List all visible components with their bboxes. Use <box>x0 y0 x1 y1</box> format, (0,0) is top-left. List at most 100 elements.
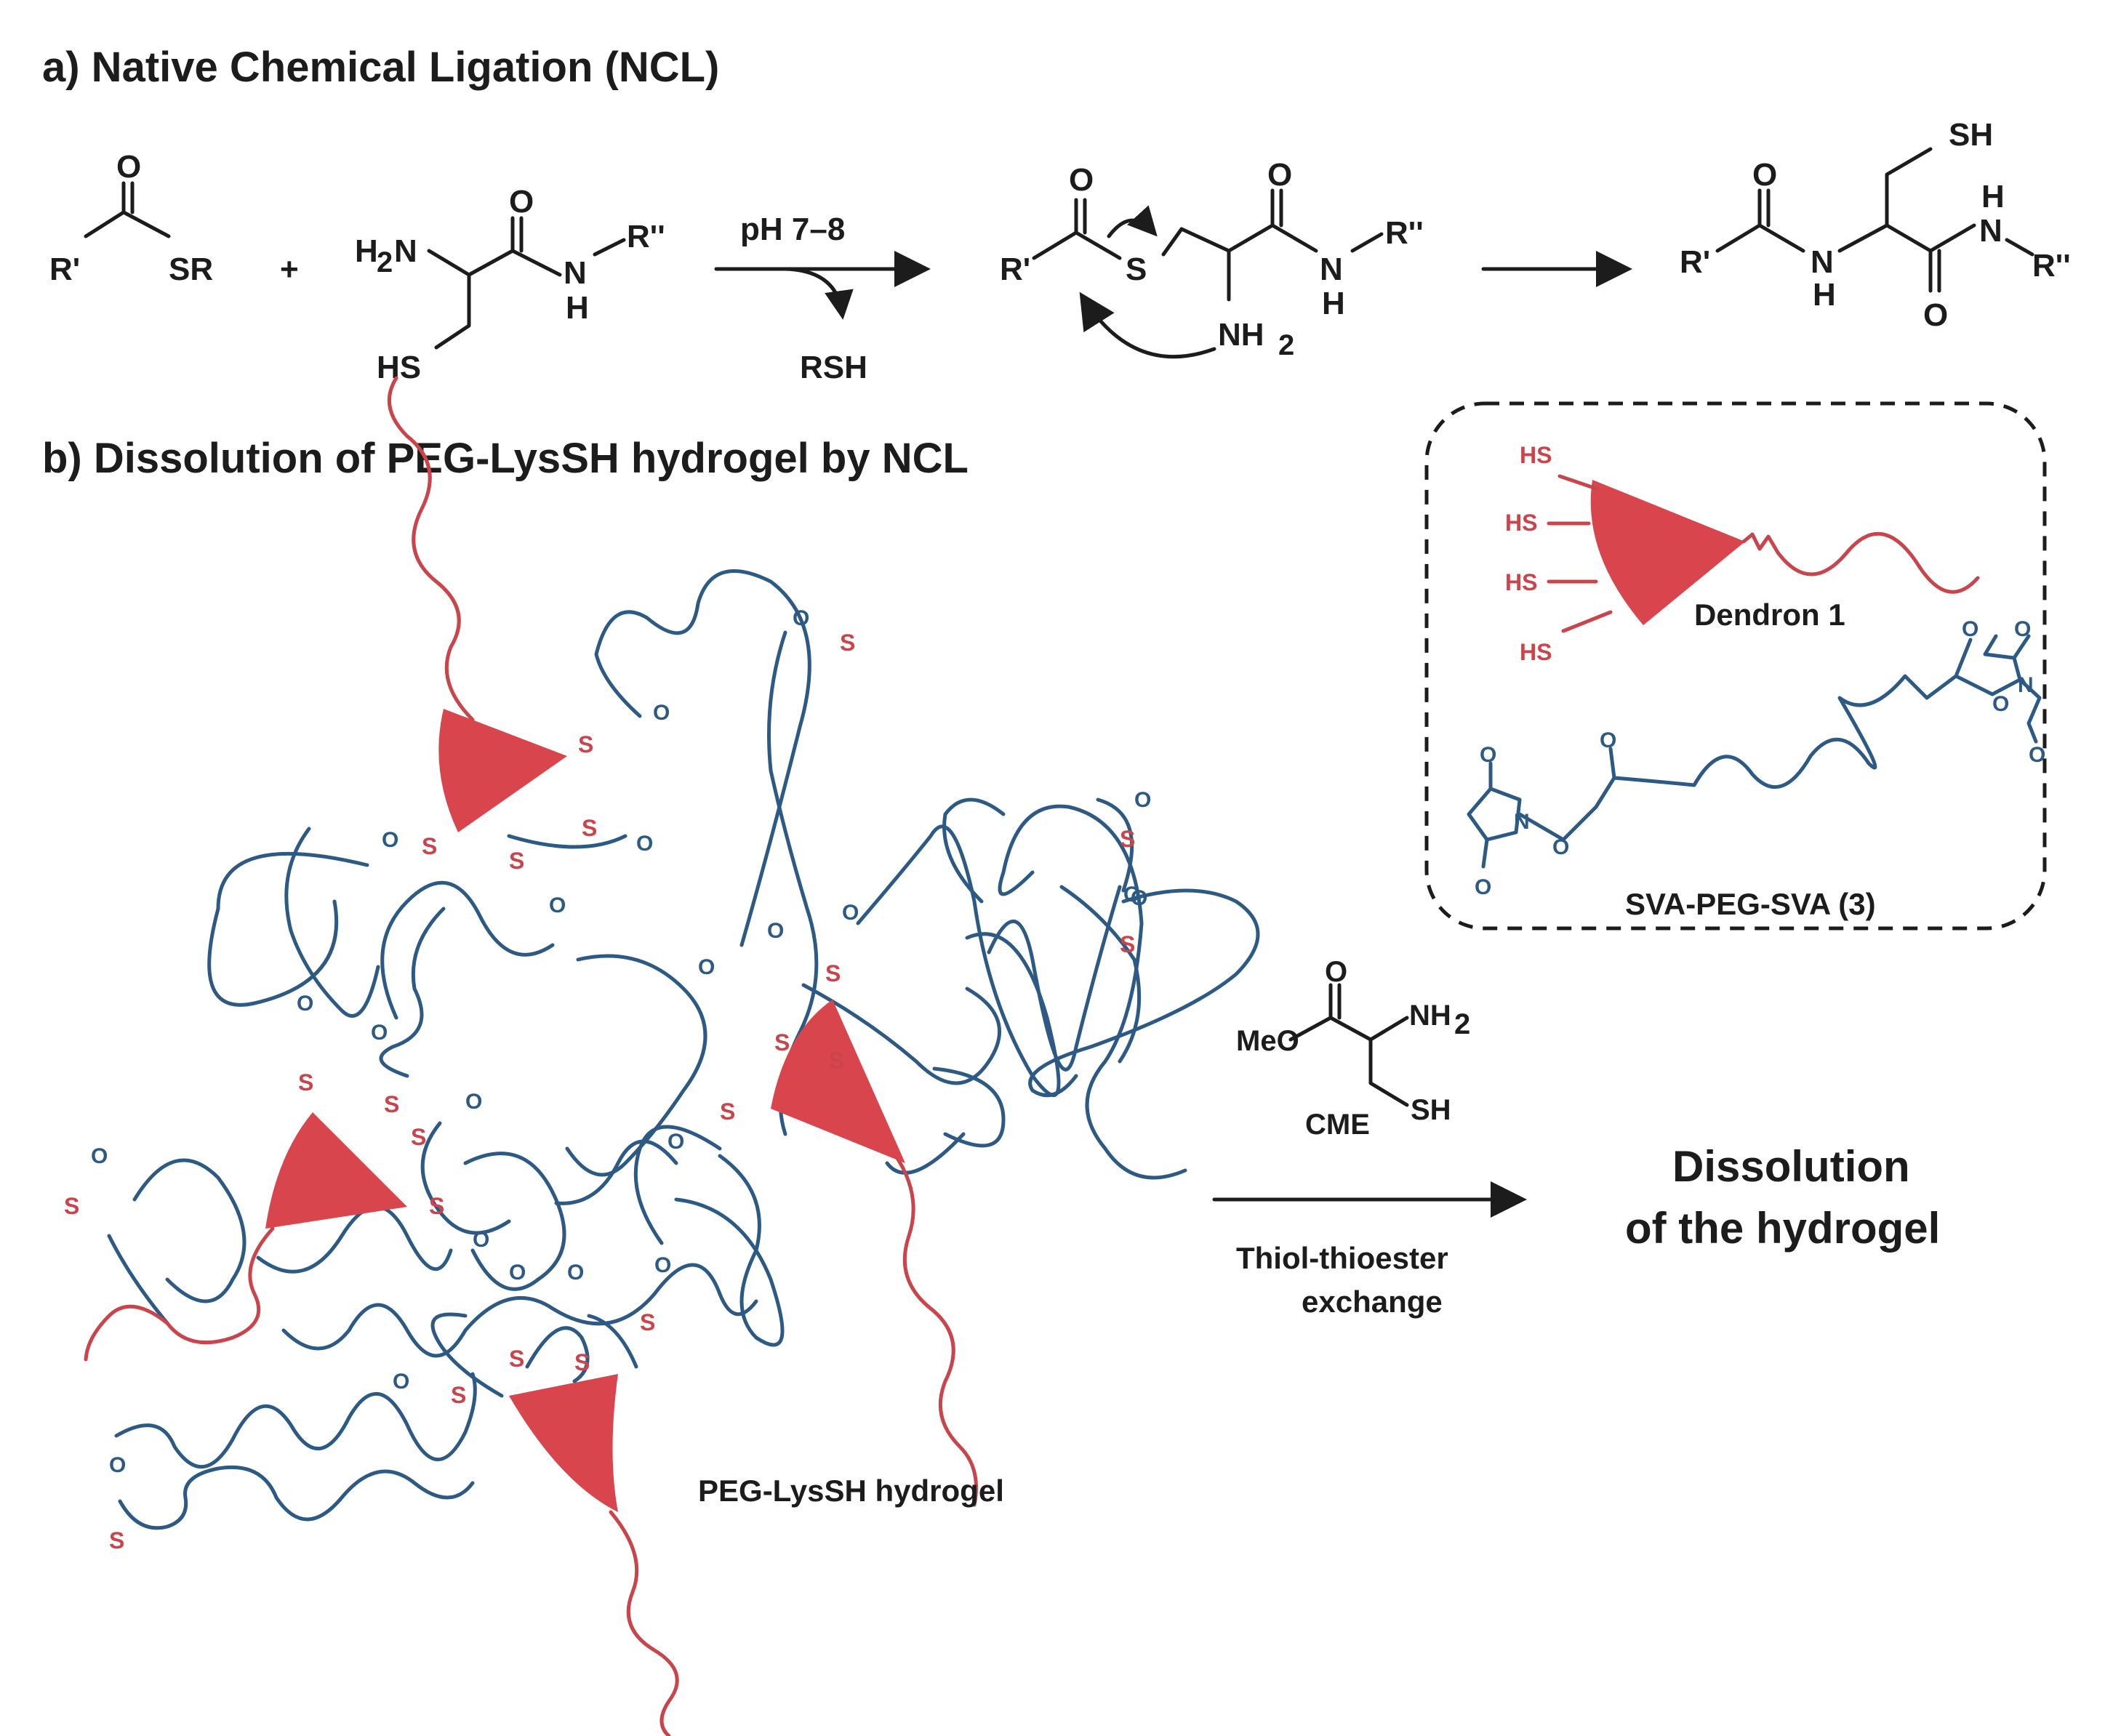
product-n2: N <box>1979 213 2002 249</box>
dendron-node-3 <box>265 1112 407 1229</box>
product-thiol: SH <box>1949 117 1993 153</box>
sulfur-atom: S <box>384 1091 399 1117</box>
cysteine-amine-n: N <box>394 233 417 269</box>
peg-chain <box>1028 888 1260 1098</box>
intermediate-r1: R' <box>1000 252 1030 287</box>
cysteine-amide-n: N <box>564 255 587 291</box>
sulfur-atom: S <box>578 731 593 758</box>
oxygen-atom: O <box>297 992 313 1016</box>
sva-label: SVA-PEG-SVA (3) <box>1625 887 1876 921</box>
sulfur-atom: S <box>411 1124 426 1150</box>
reaction-condition: pH 7–8 <box>740 212 845 247</box>
oxygen-atom: O <box>654 1253 671 1277</box>
dendron-label-number: 1 <box>1828 598 1845 632</box>
intermediate-nh: NH <box>1218 317 1264 353</box>
peg-chain <box>885 1132 966 1175</box>
arrow-label-line-1: Thiol-thioester <box>1236 1241 1448 1275</box>
peg-chain <box>132 1158 246 1303</box>
byproduct-curved-arrow <box>783 267 854 320</box>
peg-chain <box>430 1312 504 1398</box>
dendron-thiol-3: HS <box>1505 569 1537 595</box>
junction-atoms: S S S S O O O O O S S S S S O O O O O S <box>64 606 1151 1554</box>
dendron-node-2 <box>771 1000 905 1163</box>
dendron-arm <box>387 376 475 722</box>
cysteine-thiol: HS <box>377 350 421 385</box>
dendron-triangle <box>1590 480 1745 625</box>
sulfur-atom: S <box>720 1098 735 1125</box>
thioester-sr: SR <box>169 252 213 287</box>
peg-chain <box>463 1152 566 1291</box>
product-h1: H <box>1813 277 1836 313</box>
peg-chain <box>987 885 1122 1072</box>
oxygen-atom: O <box>549 893 566 917</box>
product-n1: N <box>1811 244 1834 280</box>
thioester-structure: O R' SR <box>49 149 213 287</box>
oxygen-atom: O <box>653 701 670 725</box>
sulfur-curved-arrow <box>1107 205 1158 238</box>
sva-o-1: O <box>1480 743 1496 767</box>
sva-left-nhs <box>1467 761 1598 869</box>
product-r1: R' <box>1680 244 1710 280</box>
sva-o-6: O <box>1992 692 2009 716</box>
sulfur-atom: S <box>109 1527 124 1554</box>
oxygen-atom: O <box>393 1370 409 1394</box>
dendron-arm <box>889 1146 978 1507</box>
plus-sign: + <box>280 252 299 287</box>
peg-chain <box>856 824 1061 1098</box>
intermediate-structure: O R' S O N H R'' NH 2 <box>1000 157 1424 361</box>
dendron-arm <box>609 1510 679 1736</box>
intermediate-oxygen-1: O <box>1069 162 1094 198</box>
sulfur-atom: S <box>574 1349 590 1375</box>
result-line-1: Dissolution <box>1672 1142 1910 1191</box>
cme-nh: NH <box>1409 1000 1451 1032</box>
peg-chain <box>1096 797 1134 893</box>
panel-b-title: b) Dissolution of PEG-LysSH hydrogel by … <box>42 435 969 482</box>
sva-o-2: O <box>1552 835 1569 859</box>
sulfur-atom: S <box>422 833 437 859</box>
peg-chain <box>380 880 555 1020</box>
oxygen-atom: O <box>465 1090 482 1114</box>
dendron-arm <box>84 1226 275 1362</box>
intermediate-nr-bond <box>1350 232 1384 253</box>
peg-chain <box>114 1372 477 1468</box>
sulfur-atom: S <box>429 1193 444 1219</box>
sulfur-atom: S <box>509 848 524 874</box>
sulfur-atom: S <box>825 960 841 986</box>
sva-o-7: O <box>2014 617 2031 641</box>
oxygen-atom: O <box>509 1261 526 1285</box>
peg-chain <box>420 1121 511 1235</box>
peg-chain <box>281 1263 758 1358</box>
product-structure: SH O R' N H N H R'' O <box>1680 117 2071 333</box>
product-nr-bond <box>2005 238 2034 257</box>
panel-b: b) Dissolution of PEG-LysSH hydrogel by … <box>42 376 2047 1736</box>
dendron-node-4 <box>509 1374 618 1512</box>
cme-reagent: MeO O NH 2 SH CME <box>1236 956 1470 1141</box>
sulfur-atom: S <box>451 1382 466 1408</box>
cysteine-r2: R'' <box>627 219 665 254</box>
peg-chain <box>1059 885 1142 1064</box>
dendron-thiol-1: HS <box>1520 442 1552 468</box>
cysteine-bonds <box>427 216 562 350</box>
peg-chain <box>525 1326 590 1383</box>
sulfur-atom: S <box>64 1193 79 1219</box>
arrow-label-line-2: exchange <box>1302 1285 1443 1319</box>
dendron-1-structure: HS HS HS HS Dendron 1 <box>1505 442 1980 665</box>
cysteine-structure: O H 2 N N H R'' HS <box>355 184 665 385</box>
peg-chain <box>107 1234 169 1325</box>
peg-chain <box>674 1154 785 1347</box>
sulfur-atom: S <box>640 1309 655 1335</box>
sulfur-atom: S <box>582 815 597 841</box>
dendron-label: Dendron 1 <box>1694 598 1845 632</box>
peg-chain <box>932 1066 1006 1148</box>
cme-bonds <box>1288 983 1409 1107</box>
cme-oxygen: O <box>1325 956 1347 988</box>
amine-attack-arrow <box>1079 292 1216 359</box>
dendron-node-1 <box>438 709 567 832</box>
product-h2: H <box>1981 179 2005 214</box>
sva-o-3: O <box>1475 875 1491 899</box>
sulfur-atom: S <box>840 630 855 656</box>
hydrogel-network: S S S S O O O O O S S S S S O O O O O S <box>64 376 1260 1736</box>
thioester-r1: R' <box>49 252 80 287</box>
dendron-thiol-bonds <box>1547 474 1613 633</box>
legend-border <box>1424 401 2047 931</box>
